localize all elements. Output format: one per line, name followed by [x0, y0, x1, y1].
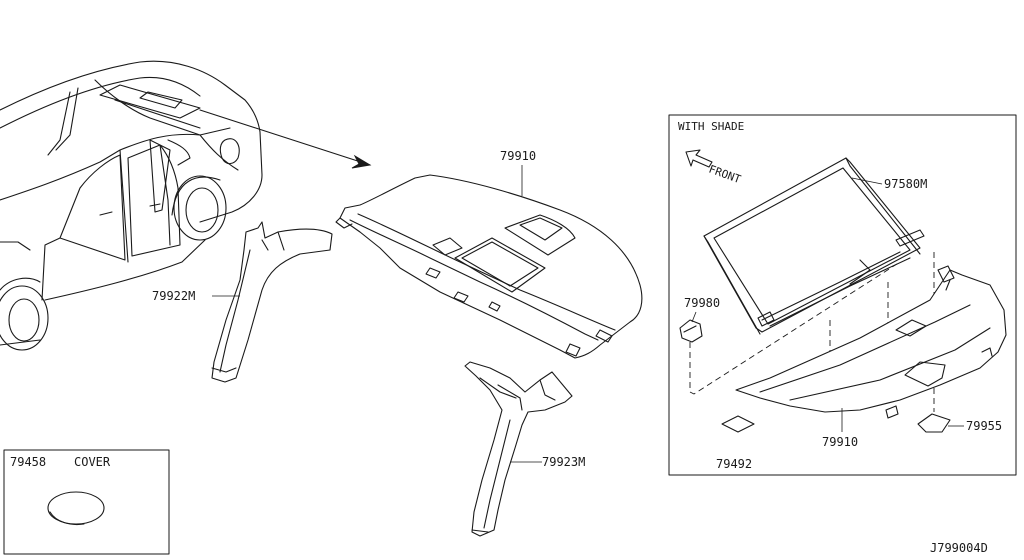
inset-title: WITH SHADE — [678, 120, 744, 133]
clip-part — [679, 311, 703, 343]
headlining-shade-panel — [735, 265, 1007, 432]
headlining-panel — [335, 165, 643, 359]
cover-box: 79458 COVER — [3, 449, 170, 555]
with-shade-inset: WITH SHADE FRONT 97580M 79980 — [668, 114, 1017, 476]
pad-rear-part-number: 79955 — [966, 419, 1002, 433]
pad-part — [721, 415, 755, 433]
pillar-trim-left — [464, 361, 573, 537]
headlining-shade-part-number: 79910 — [822, 435, 858, 449]
pillar-right-part-number: 79922M — [152, 289, 195, 303]
pillar-trim-right — [211, 221, 333, 383]
cover-part-number: 79458 — [10, 455, 46, 469]
diagram-code: J799004D — [930, 541, 988, 555]
front-label: FRONT — [707, 163, 743, 187]
car-outline — [0, 60, 372, 351]
front-arrow-icon — [685, 149, 713, 168]
pillar-left-part-number: 79923M — [542, 455, 585, 469]
cover-label: COVER — [74, 455, 111, 469]
pad-part-number: 79492 — [716, 457, 752, 471]
shade-part-number: 97580M — [884, 177, 927, 191]
clip-part-number: 79980 — [684, 296, 720, 310]
headlining-part-number: 79910 — [500, 149, 536, 163]
sunshade-assembly — [703, 157, 925, 335]
pad-rear-part — [917, 413, 951, 433]
